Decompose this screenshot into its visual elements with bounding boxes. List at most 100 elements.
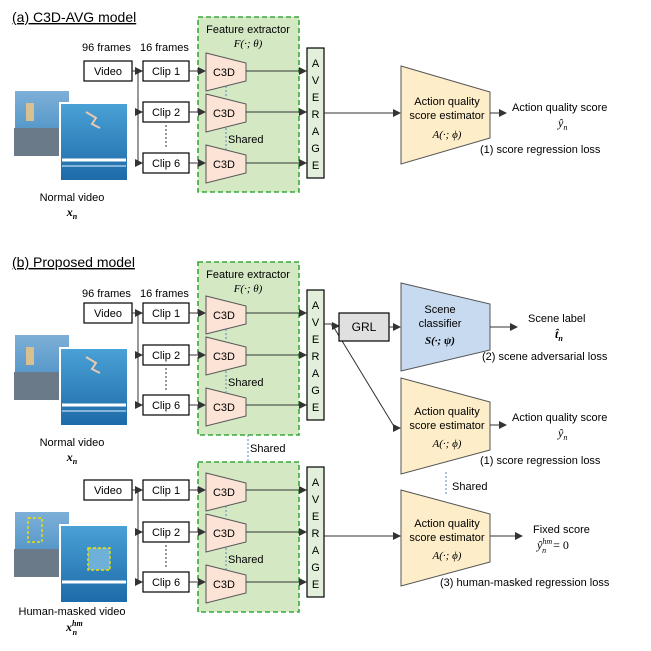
grl-label: GRL (352, 320, 377, 334)
masked-input-label: Human-masked video (19, 606, 126, 618)
frames-16-b: 16 frames (140, 288, 189, 300)
c3d-block-a1 (205, 52, 247, 92)
diving-frames-image-a (13, 89, 129, 182)
c3d-block-b3 (205, 387, 247, 427)
output-label-a: Action quality score (512, 102, 607, 114)
extractor-func-a: F(·; θ) (233, 38, 263, 50)
frames-96-a: 96 frames (82, 42, 131, 54)
average-letter: G (311, 385, 320, 397)
average-box-masked (306, 466, 325, 598)
extractor-title-b: Feature extractor (206, 269, 290, 281)
c3d-block-a3 (205, 144, 247, 184)
c3d-label-m3: C3D (213, 579, 235, 591)
estimator-func-masked: A(·; ϕ) (432, 550, 462, 562)
loss-label-b: (1) score regression loss (480, 455, 601, 467)
loss-label-a: (1) score regression loss (480, 144, 601, 156)
c3d-label-a1: C3D (213, 67, 235, 79)
average-letter: A (312, 545, 320, 557)
scene-classifier (400, 282, 491, 372)
average-letter: E (312, 334, 319, 346)
scene-func: S(·; ψ) (425, 335, 455, 347)
estimator-func-b: A(·; ϕ) (432, 438, 462, 450)
average-letter: E (312, 579, 319, 591)
frames-96-b: 96 frames (82, 288, 131, 300)
average-letter: R (312, 351, 320, 363)
c3d-label-a3: C3D (213, 159, 235, 171)
average-letter: A (312, 477, 320, 489)
estimator-line2-b: score estimator (409, 420, 485, 432)
c3d-label-a2: C3D (213, 108, 235, 120)
input-label-b: Normal video (40, 437, 105, 449)
average-letter: G (311, 562, 320, 574)
masked-loss-label: (3) human-masked regression loss (440, 577, 610, 589)
c3d-label-b1: C3D (213, 310, 235, 322)
score-estimator-a (400, 65, 491, 165)
c3d-label-b3: C3D (213, 402, 235, 414)
video-label-b: Video (94, 308, 122, 320)
average-letter: E (312, 402, 319, 414)
extractor-shared-label: Shared (250, 443, 285, 455)
section-b-title: (b) Proposed model (12, 254, 135, 270)
clip1-label-masked: Clip 1 (152, 485, 180, 497)
average-letter: G (311, 143, 320, 155)
average-letter: V (312, 494, 320, 506)
output-symbol-a: ŷn (557, 116, 567, 132)
c3d-block-m1 (205, 472, 247, 512)
c3d-block-b1 (205, 295, 247, 335)
masked-diving-frames-image (13, 510, 129, 604)
c3d-block-a2 (205, 93, 247, 133)
c3d-label-b2: C3D (213, 351, 235, 363)
input-label-a: Normal video (40, 192, 105, 204)
video-label-a: Video (94, 66, 122, 78)
average-letter: R (312, 528, 320, 540)
average-letter: A (312, 126, 320, 138)
c3d-label-m1: C3D (213, 487, 235, 499)
score-estimator-b (400, 377, 491, 475)
shared-label-masked: Shared (228, 554, 263, 566)
diving-frames-image-b (13, 333, 129, 427)
shared-label-a: Shared (228, 134, 263, 146)
output-label-b: Action quality score (512, 412, 607, 424)
estimator-line1-b: Action quality (414, 406, 480, 418)
clip6-label-masked: Clip 6 (152, 577, 180, 589)
output-symbol-b: ŷn (557, 426, 567, 442)
average-letter: V (312, 317, 320, 329)
clip1-label-b: Clip 1 (152, 308, 180, 320)
fixed-score-label: Fixed score (533, 524, 590, 536)
average-letter: A (312, 58, 320, 70)
c3d-label-m2: C3D (213, 528, 235, 540)
estimator-shared-label: Shared (452, 481, 487, 493)
clip2-label-a: Clip 2 (152, 107, 180, 119)
shared-label-b: Shared (228, 377, 263, 389)
c3d-block-m3 (205, 564, 247, 604)
estimator-func-a: A(·; ϕ) (432, 129, 462, 141)
average-letter: A (312, 300, 320, 312)
video-label-masked: Video (94, 485, 122, 497)
scene-symbol: t̂n (554, 327, 563, 343)
estimator-line2-a: score estimator (409, 110, 485, 122)
scene-loss-label: (2) scene adversarial loss (482, 351, 608, 363)
average-letter: V (312, 75, 320, 87)
scene-line1: Scene (424, 304, 455, 316)
estimator-line2-masked: score estimator (409, 532, 485, 544)
clip6-label-a: Clip 6 (152, 158, 180, 170)
extractor-title-a: Feature extractor (206, 24, 290, 36)
grl-box (338, 312, 390, 342)
average-letter: E (312, 92, 319, 104)
estimator-line1-a: Action quality (414, 96, 480, 108)
c3d-block-b2 (205, 336, 247, 376)
clip2-label-b: Clip 2 (152, 350, 180, 362)
scene-label: Scene label (528, 313, 586, 325)
average-box-b (306, 289, 325, 421)
clip2-label-masked: Clip 2 (152, 527, 180, 539)
scene-line2: classifier (419, 318, 462, 330)
input-symbol-a: xn (66, 205, 78, 221)
extractor-func-b: F(·; θ) (233, 283, 263, 295)
clip6-label-b: Clip 6 (152, 400, 180, 412)
clip1-label-a: Clip 1 (152, 66, 180, 78)
input-symbol-b: xn (66, 450, 78, 466)
average-letter: E (312, 511, 319, 523)
average-letter: A (312, 368, 320, 380)
